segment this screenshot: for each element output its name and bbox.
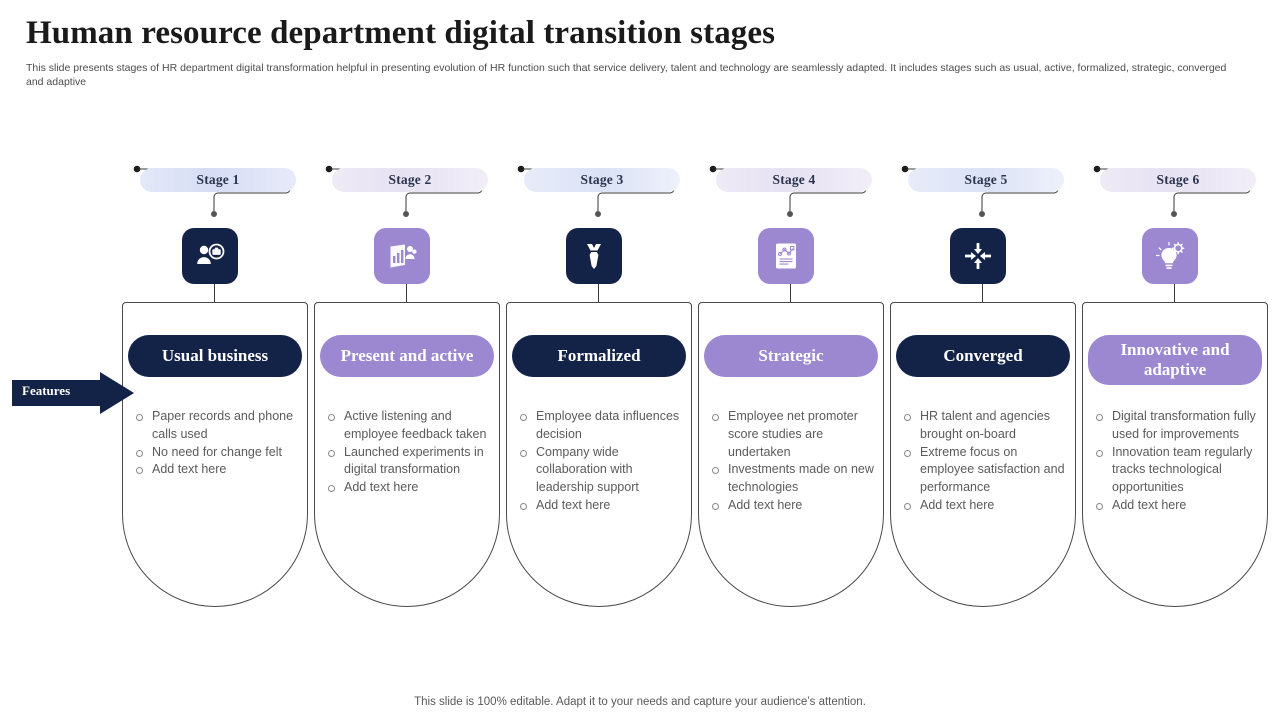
stage-pill-4[interactable]: Stage 4 bbox=[716, 168, 872, 192]
list-item: Add text here bbox=[134, 461, 300, 479]
stage-pill-3[interactable]: Stage 3 bbox=[524, 168, 680, 192]
stage-bullet-list-2: Active listening and employee feedback t… bbox=[326, 408, 492, 497]
list-item: Active listening and employee feedback t… bbox=[326, 408, 492, 444]
list-item: No need for change felt bbox=[134, 444, 300, 462]
list-item: Innovation team regularly tracks technol… bbox=[1094, 444, 1260, 497]
stage-pill-1[interactable]: Stage 1 bbox=[140, 168, 296, 192]
stage-card-title-3[interactable]: Formalized bbox=[512, 335, 686, 377]
list-item: HR talent and agencies brought on-board bbox=[902, 408, 1068, 444]
stage-pill-2[interactable]: Stage 2 bbox=[332, 168, 488, 192]
list-item: Employee data influences decision bbox=[518, 408, 684, 444]
icon-card-stem bbox=[1173, 284, 1175, 302]
list-item: Add text here bbox=[710, 497, 876, 515]
necktie-icon bbox=[566, 228, 622, 284]
stage-pill-6[interactable]: Stage 6 bbox=[1100, 168, 1256, 192]
stage-bullet-list-6: Digital transformation fully used for im… bbox=[1094, 408, 1260, 515]
list-item: Add text here bbox=[518, 497, 684, 515]
stage-card-title-5[interactable]: Converged bbox=[896, 335, 1070, 377]
list-item: Add text here bbox=[1094, 497, 1260, 515]
lightbulb-gear-icon bbox=[1142, 228, 1198, 284]
slide-footer-note: This slide is 100% editable. Adapt it to… bbox=[414, 696, 866, 708]
stage-pill-5[interactable]: Stage 5 bbox=[908, 168, 1064, 192]
features-arrow-icon bbox=[12, 372, 134, 414]
strategy-document-icon bbox=[758, 228, 814, 284]
features-label: Features bbox=[22, 383, 71, 398]
list-item: Add text here bbox=[326, 479, 492, 497]
converging-arrows-icon bbox=[950, 228, 1006, 284]
stage-bullet-list-4: Employee net promoter score studies are … bbox=[710, 408, 876, 515]
icon-card-stem bbox=[597, 284, 599, 302]
chart-document-people-icon bbox=[374, 228, 430, 284]
stage-card-title-6[interactable]: Innovative and adaptive bbox=[1088, 335, 1262, 386]
slide-header: Human resource department digital transi… bbox=[26, 14, 1256, 89]
stage-card-title-1[interactable]: Usual business bbox=[128, 335, 302, 377]
stage-card-title-4[interactable]: Strategic bbox=[704, 335, 878, 377]
list-item: Extreme focus on employee satisfaction a… bbox=[902, 444, 1068, 497]
icon-card-stem bbox=[789, 284, 791, 302]
list-item: Company wide collaboration with leadersh… bbox=[518, 444, 684, 497]
list-item: Employee net promoter score studies are … bbox=[710, 408, 876, 461]
icon-card-stem bbox=[405, 284, 407, 302]
stage-card-title-2[interactable]: Present and active bbox=[320, 335, 494, 377]
list-item: Launched experiments in digital transfor… bbox=[326, 444, 492, 480]
page-title: Human resource department digital transi… bbox=[26, 15, 776, 51]
list-item: Add text here bbox=[902, 497, 1068, 515]
icon-card-stem bbox=[981, 284, 983, 302]
list-item: Digital transformation fully used for im… bbox=[1094, 408, 1260, 444]
slide-subtitle: This slide presents stages of HR departm… bbox=[26, 61, 1227, 89]
list-item: Paper records and phone calls used bbox=[134, 408, 300, 444]
list-item: Investments made on new technologies bbox=[710, 461, 876, 497]
icon-card-stem bbox=[213, 284, 215, 302]
person-briefcase-icon bbox=[182, 228, 238, 284]
